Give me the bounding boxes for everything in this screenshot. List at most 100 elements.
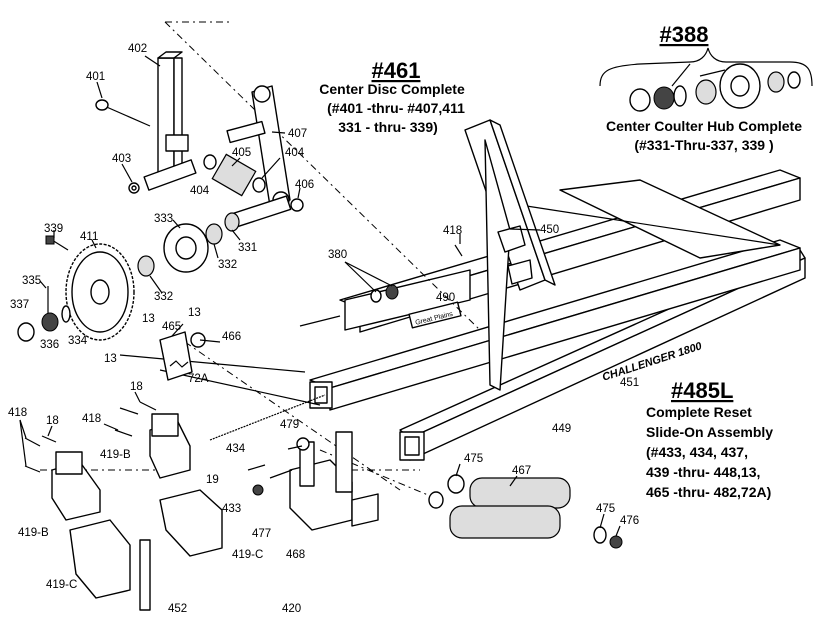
part-label-404: 404 (285, 147, 305, 159)
part-label-406: 406 (295, 179, 314, 191)
cap-337 (17, 322, 35, 342)
assembly-461-line3: 331 - thru- 339) (338, 119, 438, 135)
part-labels: 402 401 403 405 407 404 404 406 339 411 … (8, 43, 639, 615)
part-label-433: 433 (222, 503, 241, 515)
part-label-18: 18 (130, 381, 143, 393)
part-label-401: 401 (86, 71, 105, 83)
assembly-485-line5: 465 -thru- 482,72A) (646, 484, 771, 500)
part-label-333: 333 (154, 213, 173, 225)
center-disc-assembly (17, 51, 304, 342)
assembly-461-line1: Center Disc Complete (319, 81, 465, 97)
assembly-485-line4: 439 -thru- 448,13, (646, 464, 760, 480)
axle-shaft (143, 159, 197, 191)
part-label-420: 420 (282, 603, 301, 615)
part-label-380: 380 (328, 249, 347, 261)
nut-476 (609, 535, 623, 549)
washer-475b (593, 526, 607, 544)
assembly-461-line2: (#401 -thru- #407,411 (327, 100, 465, 116)
part-label-418: 418 (82, 413, 101, 425)
part-label-332: 332 (154, 291, 173, 303)
assembly-461-callout: #461 Center Disc Complete (#401 -thru- #… (319, 58, 465, 135)
part-label-475: 475 (596, 503, 615, 515)
part-label-477: 477 (252, 528, 271, 540)
post-402 (157, 57, 175, 179)
bolt-380 (299, 315, 341, 327)
spring-467 (469, 477, 571, 509)
part-label-434: 434 (226, 443, 246, 455)
clip-72a (169, 360, 189, 368)
part-label-451: 451 (620, 377, 639, 389)
nut-406 (290, 198, 304, 212)
post-452 (139, 539, 151, 611)
part-label-467: 467 (512, 465, 531, 477)
leader-lines (19, 55, 621, 537)
part-label-490: 490 (436, 292, 455, 304)
threaded-rod (209, 394, 326, 441)
part-label-337: 337 (10, 299, 29, 311)
part-label-13: 13 (188, 307, 201, 319)
assembly-485-line3: (#433, 434, 437, (646, 444, 748, 460)
part-label-339: 339 (44, 223, 63, 235)
washer-404 (203, 154, 217, 170)
part-label-419c: 419-C (232, 549, 263, 561)
rod-466 (119, 354, 306, 373)
plate-419c-left (69, 519, 131, 599)
part-label-72a: 72A (188, 373, 209, 385)
assembly-485-callout: #485L Complete Reset Slide-On Assembly (… (646, 378, 773, 500)
assembly-485-line1: Complete Reset (646, 404, 752, 420)
nut-336 (41, 312, 59, 332)
plate-419c-right (159, 489, 223, 557)
part-label-468: 468 (286, 549, 305, 561)
nut-433 (252, 484, 264, 496)
part-label-419c: 419-C (46, 579, 77, 591)
part-label-407: 407 (288, 128, 307, 140)
bolt-401 (101, 104, 151, 127)
washer-334 (61, 305, 71, 323)
cone-332 (137, 255, 155, 277)
assembly-461-number: #461 (372, 58, 421, 83)
part-label-332: 332 (218, 259, 237, 271)
part-label-450: 450 (540, 224, 559, 236)
bolt-339 (51, 239, 69, 251)
part-label-418: 418 (8, 407, 27, 419)
part-label-13: 13 (142, 313, 155, 325)
assembly-485-line2: Slide-On Assembly (646, 424, 773, 440)
bolt-418 (24, 437, 41, 447)
part-label-335: 335 (22, 275, 41, 287)
washer-475 (447, 474, 465, 494)
part-label-402: 402 (128, 43, 147, 55)
part-label-452: 452 (168, 603, 187, 615)
assembly-485-number: #485L (671, 378, 733, 403)
part-label-418: 418 (443, 225, 462, 237)
assembly-388-line1: Center Coulter Hub Complete (606, 118, 802, 134)
brace (599, 47, 813, 87)
part-label-336: 336 (40, 339, 59, 351)
part-label-449: 449 (552, 423, 571, 435)
reset-assembly (24, 244, 623, 611)
part-label-18: 18 (46, 415, 59, 427)
part-label-334: 334 (68, 335, 88, 347)
bearing-331 (224, 212, 240, 232)
bolt-434 (247, 464, 266, 471)
part-label-405: 405 (232, 147, 251, 159)
part-label-403: 403 (112, 153, 131, 165)
bracket-465 (159, 331, 193, 381)
coulter-hub-detail (599, 47, 813, 112)
part-label-479: 479 (280, 419, 299, 431)
part-label-411: 411 (80, 231, 98, 243)
main-frame: Great Plains CHALLENGER 1800 (309, 119, 806, 461)
part-label-419b: 419-B (100, 449, 131, 461)
part-label-404: 404 (190, 185, 210, 197)
assembly-388-callout: #388 Center Coulter Hub Complete (#331-T… (606, 22, 802, 153)
part-label-19: 19 (206, 474, 219, 486)
part-label-476: 476 (620, 515, 639, 527)
part-label-475: 475 (464, 453, 483, 465)
spring-405 (211, 153, 257, 197)
part-label-465: 465 (162, 321, 181, 333)
part-label-331: 331 (238, 242, 257, 254)
part-label-466: 466 (222, 331, 241, 343)
assembly-388-number: #388 (660, 22, 709, 47)
assembly-388-line2: (#331-Thru-337, 339 ) (634, 137, 773, 153)
